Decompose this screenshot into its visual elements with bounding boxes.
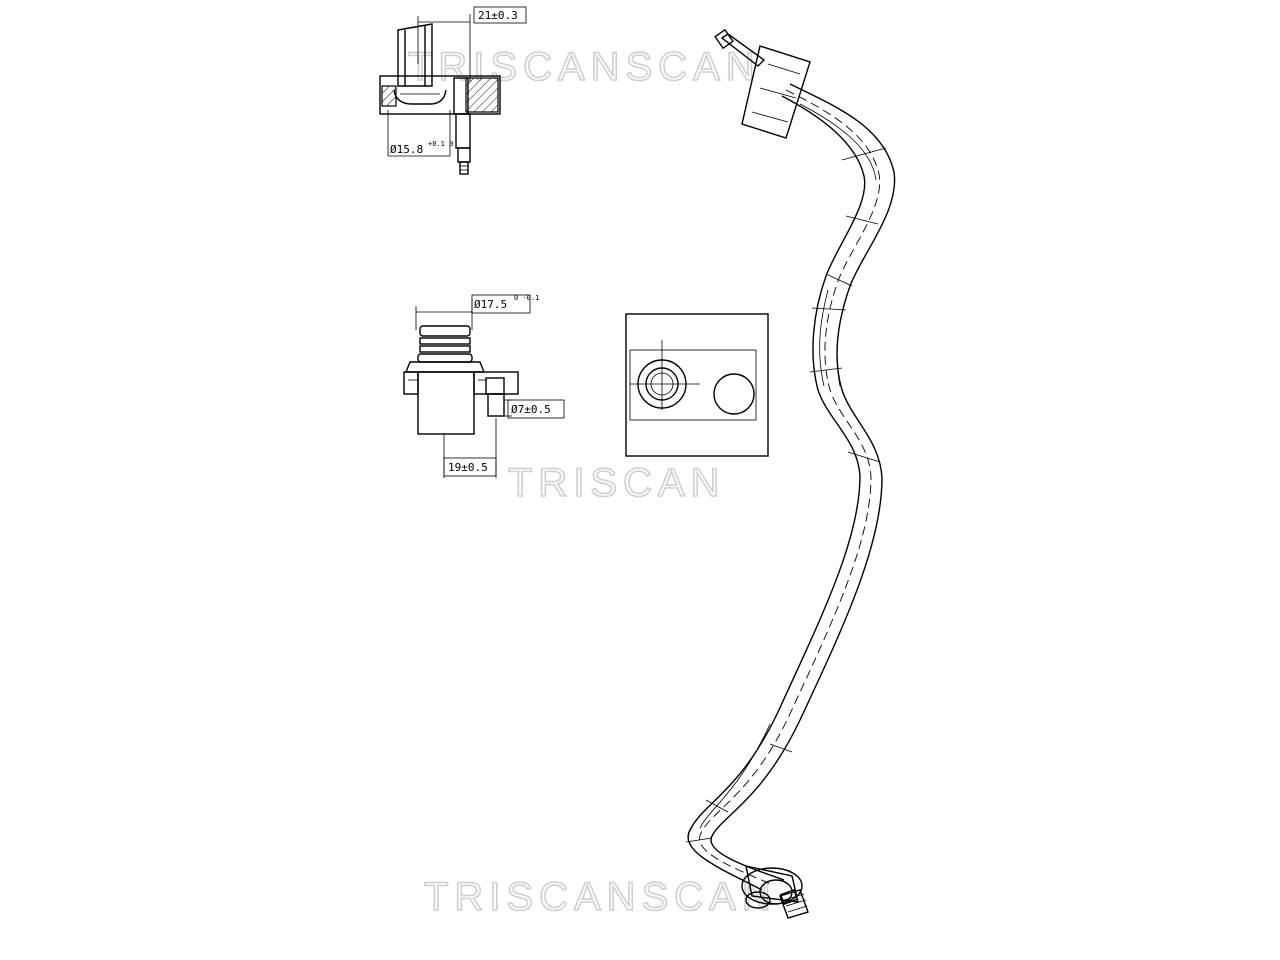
watermark-text-bottom: TRISCANSCAN: [424, 875, 777, 919]
watermark-text-middle: TRISCAN: [508, 461, 726, 505]
watermark-top: TRISCANSCAN: [407, 44, 761, 90]
dim-top-diameter-tol: +0.1 0: [428, 140, 453, 148]
pipe-assembly: [685, 28, 896, 919]
dim-mid-length: 19±0.5: [448, 461, 488, 474]
watermark-bottom: TRISCANSCAN: [423, 874, 777, 920]
pipe-bottom-fitting: [741, 865, 809, 919]
flange-front-view: [625, 313, 769, 457]
watermark-text-top: TRISCANSCAN: [408, 45, 761, 89]
watermark-middle: TRISCAN: [507, 460, 726, 506]
dim-top-diameter: Ø15.8: [390, 143, 423, 156]
pipe-top-fitting: [714, 28, 811, 139]
dim-top-length: 21±0.3: [478, 9, 518, 22]
dim-mid-diameter-tol: 0 -0.1: [514, 294, 539, 302]
dim-mid-diameter: Ø17.5: [474, 298, 507, 311]
top-fitting-detail: 21±0.3 Ø15.8 +0.1 0: [379, 6, 527, 175]
middle-connector-detail: Ø17.5 0 -0.1 Ø7±0.5 19±0.5: [403, 294, 565, 478]
dim-bolt-diameter: Ø7±0.5: [511, 403, 551, 416]
